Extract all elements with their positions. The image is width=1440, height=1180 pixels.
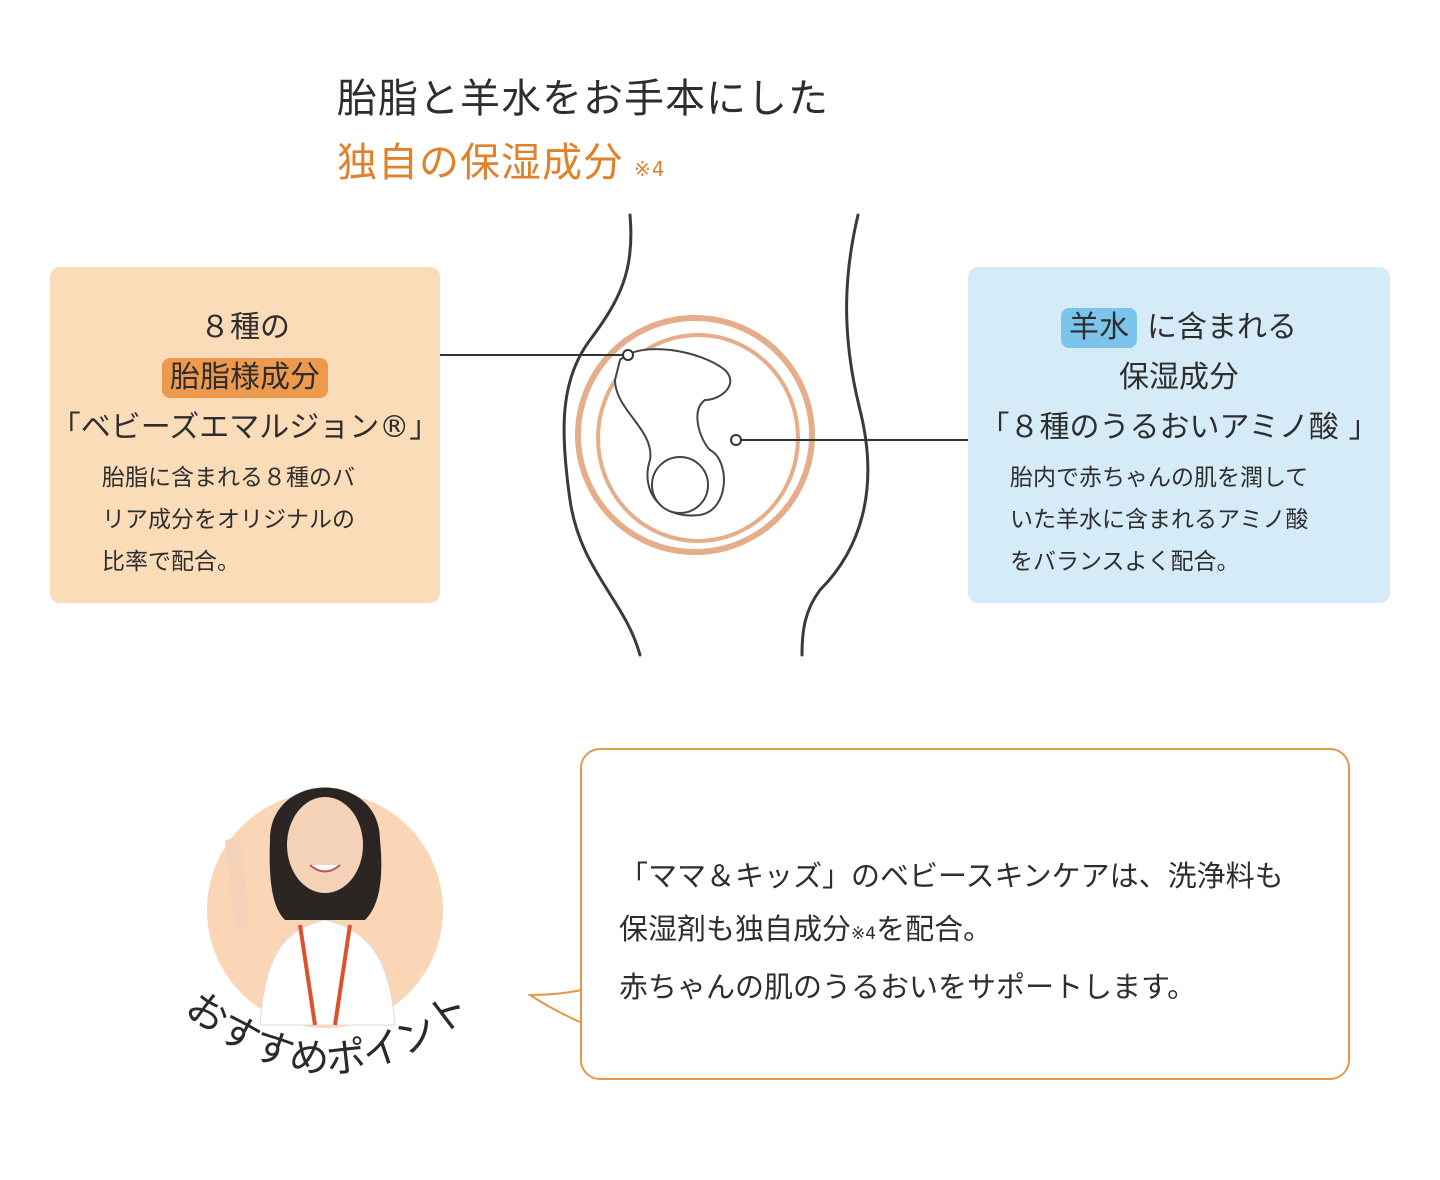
body-outline-left xyxy=(562,213,642,657)
title-line-2: 独自の保湿成分 ※4 xyxy=(337,130,665,188)
leader-dot-left xyxy=(622,349,634,361)
card-desc-line: 胎脂に含まれる８種のバ xyxy=(102,465,355,491)
title-line-1: 胎脂と羊水をお手本にした xyxy=(337,76,829,122)
card-desc-line: リア成分をオリジナルの xyxy=(102,507,355,533)
uterus-inner xyxy=(596,333,800,543)
card-desc-line: 比率で配合。 xyxy=(102,549,240,575)
pregnancy-illustration xyxy=(440,213,970,657)
leader-dot-right xyxy=(730,434,742,446)
card-product-name: 「ベビーズエマルジョン®」 xyxy=(50,410,440,445)
bubble-line: を配合。 xyxy=(876,912,993,946)
bubble-note: ※4 xyxy=(851,924,877,944)
card-heading: ８種の xyxy=(200,310,290,345)
card-desc-line: いた羊水に含まれるアミノ酸 xyxy=(1010,507,1309,533)
body-outline-right xyxy=(800,213,870,657)
card-heading: に含まれる xyxy=(1147,310,1297,345)
pointing-hand-icon xyxy=(225,838,250,930)
fetus-icon xyxy=(613,348,732,517)
amniotic-tag: 羊水 xyxy=(1061,308,1137,348)
vernix-info-card: ８種の 胎脂様成分 「ベビーズエマルジョン®」 胎脂に含まれる８種のバ リア成分… xyxy=(50,267,440,603)
uterus-outer xyxy=(575,315,815,555)
recommender-avatar: おすすめポイント xyxy=(177,787,478,1084)
amniotic-info-card: 羊水に含まれる 保湿成分 「８種のうるおいアミノ酸 」 胎内で赤ちゃんの肌を潤し… xyxy=(968,267,1390,603)
card-product-name: 「８種のうるおいアミノ酸 」 xyxy=(979,410,1379,445)
vernix-tag: 胎脂様成分 xyxy=(162,358,328,398)
title-note: ※4 xyxy=(634,157,666,181)
recommend-speech-bubble: 「ママ＆キッズ」のベビースキンケアは、洗浄料も 保湿剤も独自成分※4を配合。 赤… xyxy=(580,748,1350,1080)
card-subheading: 保湿成分 xyxy=(1119,360,1239,395)
bubble-tail xyxy=(528,989,583,1024)
card-desc-line: をバランスよく配合。 xyxy=(1010,549,1240,575)
card-desc-line: 胎内で赤ちゃんの肌を潤して xyxy=(1010,465,1309,491)
bubble-line: 「ママ＆キッズ」のベビースキンケアは、洗浄料も xyxy=(619,859,1284,893)
title-highlight: 独自の保湿成分 xyxy=(337,140,624,186)
bubble-line: 赤ちゃんの肌のうるおいをサポートします。 xyxy=(619,970,1197,1004)
bubble-line: 保湿剤も独自成分 xyxy=(619,912,852,946)
